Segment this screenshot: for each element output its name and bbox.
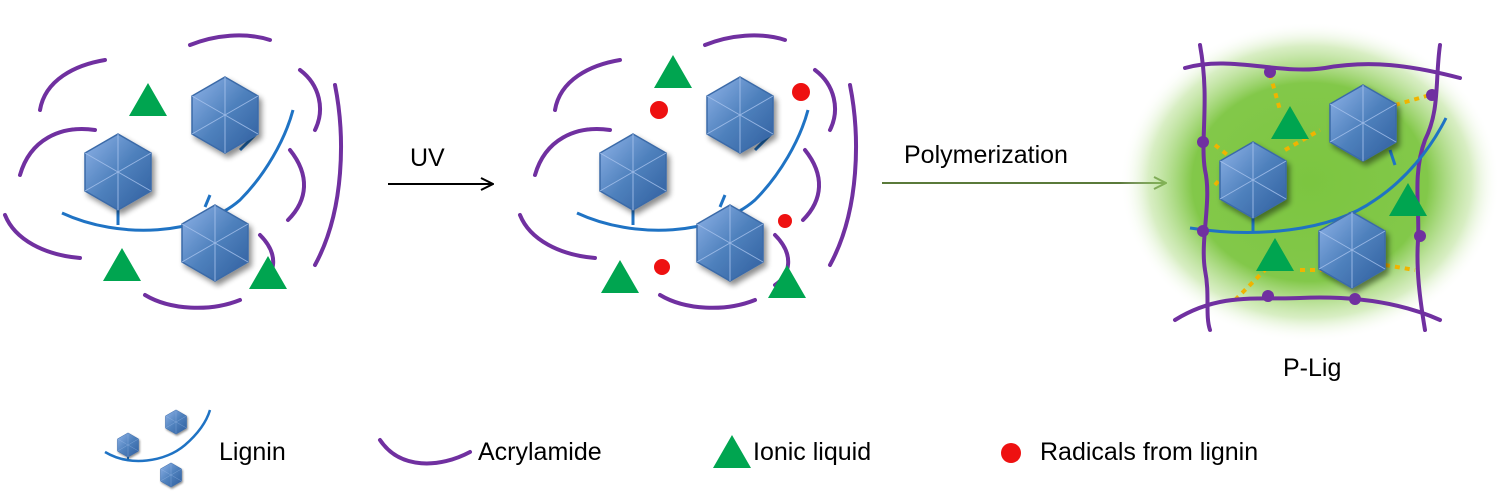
lignin-hexagon [599, 133, 667, 211]
ionic-liquid-triangle [249, 256, 287, 289]
lignin-chain [576, 109, 810, 232]
polymerization-arrow: Polymerization [882, 141, 1165, 183]
ionic-liquid-triangle [129, 83, 167, 116]
uv-arrow: UV [388, 144, 492, 184]
legend-lignin: Lignin [104, 409, 286, 488]
radical-legend-icon [1001, 443, 1021, 463]
stage-3-p-lig: P-Lig [1120, 22, 1500, 382]
uv-label: UV [410, 144, 445, 172]
lignin-hexagon [181, 204, 249, 282]
legend-radicals: Radicals from lignin [1001, 438, 1258, 466]
legend-acrylamide: Acrylamide [378, 438, 602, 466]
p-lig-label: P-Lig [1283, 354, 1341, 382]
legend-radicals-label: Radicals from lignin [1040, 438, 1258, 466]
lignin-legend-icon [104, 409, 212, 488]
ionic-liquid-triangle [103, 248, 141, 281]
acrylamide-chains [3, 33, 343, 310]
lignin-chain [1189, 117, 1448, 234]
ionic-liquid-triangle [654, 55, 692, 88]
lignin-hexagon [84, 133, 152, 211]
legend-ionic-liquid: Ionic liquid [713, 435, 871, 468]
legend: Lignin Acrylamide Ionic liquid Radicals … [104, 409, 1258, 488]
radical-dots [650, 83, 810, 275]
stage-1-mixture [3, 33, 343, 310]
polymerization-label: Polymerization [904, 141, 1068, 169]
network-nodes [1197, 66, 1438, 305]
triangle-legend-icon [713, 435, 751, 468]
stage-2-radicals [518, 33, 858, 310]
legend-ionic-liquid-label: Ionic liquid [753, 438, 871, 466]
legend-lignin-label: Lignin [219, 438, 286, 466]
ionic-liquid-triangle [768, 265, 806, 298]
lignin-hexagon [696, 204, 764, 282]
lignin-chain [61, 109, 295, 232]
acrylamide-chains [518, 33, 858, 310]
acrylamide-legend-icon [378, 438, 472, 466]
ionic-liquid-triangle [601, 260, 639, 293]
legend-acrylamide-label: Acrylamide [478, 438, 602, 466]
